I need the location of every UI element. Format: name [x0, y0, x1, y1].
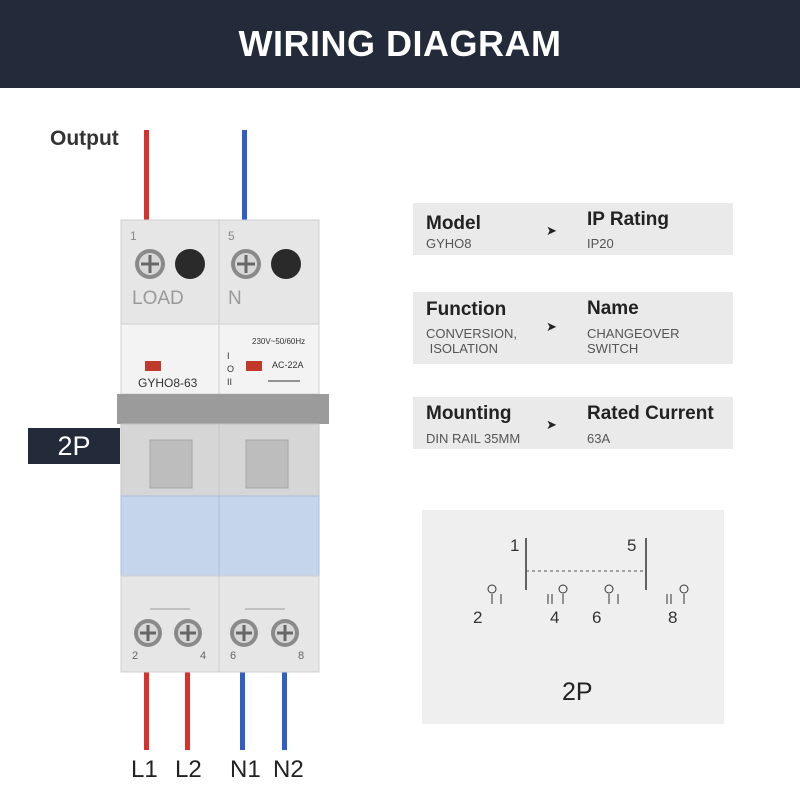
symbol-caption: 2P: [562, 678, 593, 706]
spec-value: 63A: [587, 431, 611, 446]
svg-text:O: O: [227, 364, 234, 374]
arrow-right-icon: ➤: [546, 319, 557, 334]
spec-row-model: Model GYHO8 ➤ IP Rating IP20: [413, 203, 733, 255]
arrow-right-icon: ➤: [546, 417, 557, 432]
screw-icon: [134, 619, 162, 647]
spec-key: Mounting: [426, 403, 512, 424]
wire-l2: [185, 672, 190, 750]
wire-n1: [240, 672, 245, 750]
indicator-window: [145, 361, 161, 371]
line-label-l2: L2: [175, 756, 202, 783]
terminal-1-number: 1: [130, 229, 137, 243]
spec-key: Function: [426, 299, 507, 320]
screw-icon: [135, 249, 165, 279]
pole-1-cover: [120, 495, 220, 577]
spec-key: Name: [587, 298, 639, 319]
symbol-terminal-2: 2: [473, 608, 483, 627]
svg-text:II: II: [227, 377, 232, 387]
handle-bar: [117, 394, 329, 424]
line-label-n2: N2: [273, 756, 304, 783]
terminal-8-number: 8: [298, 650, 305, 662]
spec-row-function: Function CONVERSION, ISOLATION ➤ Name CH…: [413, 292, 733, 364]
screw-icon: [271, 619, 299, 647]
wire-n2: [282, 672, 287, 750]
lever-slot: [245, 439, 289, 489]
terminal-n-label: N: [228, 288, 242, 309]
line-label-l1: L1: [131, 756, 158, 783]
lever-slot: [149, 439, 193, 489]
spec-value: GYHO8: [426, 236, 472, 251]
spec-value: CHANGEOVER SWITCH: [587, 326, 680, 356]
screw-icon: [174, 619, 202, 647]
terminal-6-number: 6: [230, 650, 237, 662]
symbol-terminal-8: 8: [668, 608, 678, 627]
page-title: WIRING DIAGRAM: [238, 23, 562, 64]
arrow-right-icon: ➤: [546, 223, 557, 238]
terminal-hole: [271, 249, 301, 279]
terminal-4-number: 4: [200, 650, 207, 662]
pole-2-cover: [218, 495, 320, 577]
ac-rating-print: AC-22A: [272, 360, 304, 370]
spec-value: DIN RAIL 35MM: [426, 431, 521, 446]
spec-value: CONVERSION, ISOLATION: [426, 326, 518, 356]
output-wire-neutral: [242, 130, 247, 225]
changeover-switch-illustration: I O II: [117, 130, 329, 750]
switch-symbol: [487, 538, 689, 604]
symbol-terminal-1: 1: [510, 536, 520, 555]
spec-key: IP Rating: [587, 209, 669, 230]
screw-icon: [231, 249, 261, 279]
output-wire-live: [144, 130, 149, 225]
voltage-print: 230V~50/60Hz: [252, 337, 306, 346]
screw-icon: [230, 619, 258, 647]
line-label-n1: N1: [230, 756, 261, 783]
terminal-hole: [175, 249, 205, 279]
spec-key: Model: [426, 213, 481, 234]
spec-key: Rated Current: [587, 403, 714, 424]
spec-row-mounting: Mounting DIN RAIL 35MM ➤ Rated Current 6…: [413, 397, 733, 449]
svg-text:I: I: [227, 351, 230, 361]
terminal-5-number: 5: [228, 229, 235, 243]
pole-count-tag: 2P: [28, 428, 120, 464]
symbol-terminal-5: 5: [627, 536, 637, 555]
terminal-load-label: LOAD: [132, 288, 184, 309]
header-bar: WIRING DIAGRAM: [0, 0, 800, 88]
symbol-terminal-6: 6: [592, 608, 602, 627]
switch-symbol-panel: 1 5 2 4 6 8 2P: [422, 510, 724, 724]
terminal-2-number: 2: [132, 650, 139, 662]
wire-l1: [144, 672, 149, 750]
indicator-window: [246, 361, 262, 371]
symbol-terminal-4: 4: [550, 608, 560, 627]
pole-2-label-panel: [218, 323, 320, 395]
model-print: GYHO8-63: [138, 376, 198, 390]
spec-value: IP20: [587, 236, 614, 251]
output-label: Output: [50, 127, 119, 150]
